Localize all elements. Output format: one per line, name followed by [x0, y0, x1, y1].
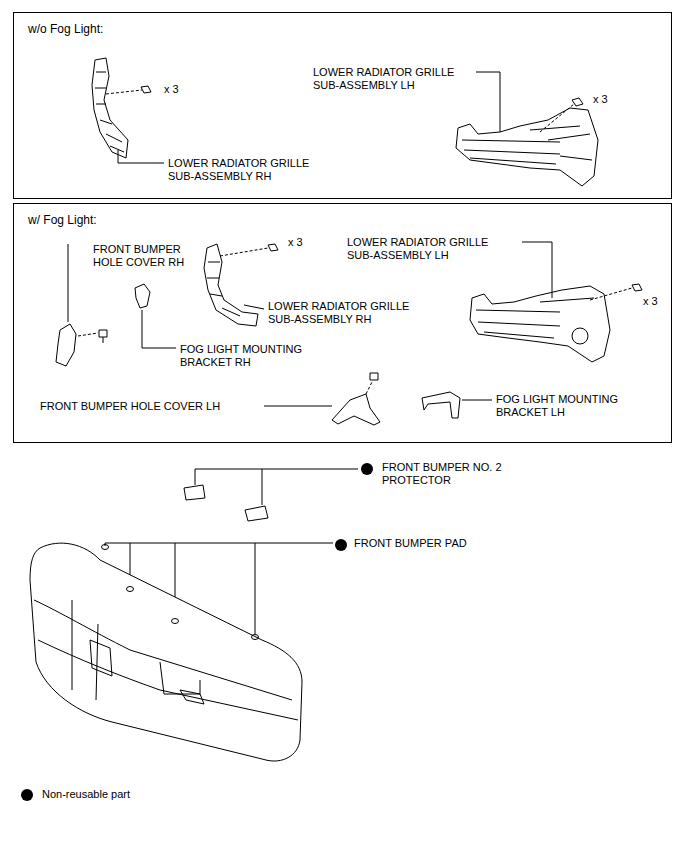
part-label: LOWER RADIATOR GRILLE SUB-ASSEMBLY LH — [313, 66, 478, 92]
part-label: LOWER RADIATOR GRILLE SUB-ASSEMBLY RH — [168, 157, 333, 183]
part-label: FOG LIGHT MOUNTING BRACKET RH — [180, 343, 330, 369]
part-label: x 3 — [288, 236, 303, 249]
legend-text: Non-reusable part — [42, 788, 130, 801]
section-panel: w/o Fog Light: — [13, 12, 672, 199]
legend-dot — [21, 789, 33, 801]
part-label: FRONT BUMPER PAD — [354, 537, 467, 550]
part-label: x 3 — [643, 295, 658, 308]
part-label: FOG LIGHT MOUNTING BRACKET LH — [496, 393, 646, 419]
part-label: LOWER RADIATOR GRILLE SUB-ASSEMBLY LH — [347, 236, 512, 262]
part-label: LOWER RADIATOR GRILLE SUB-ASSEMBLY RH — [268, 300, 433, 326]
section-title: w/o Fog Light: — [28, 22, 103, 36]
part-label: FRONT BUMPER HOLE COVER LH — [40, 400, 220, 413]
part-label: x 3 — [164, 83, 179, 96]
section-title: w/ Fog Light: — [28, 213, 97, 227]
part-label: x 3 — [593, 93, 608, 106]
part-label: FRONT BUMPER NO. 2 PROTECTOR — [382, 461, 532, 487]
part-label: FRONT BUMPER HOLE COVER RH — [93, 243, 193, 269]
